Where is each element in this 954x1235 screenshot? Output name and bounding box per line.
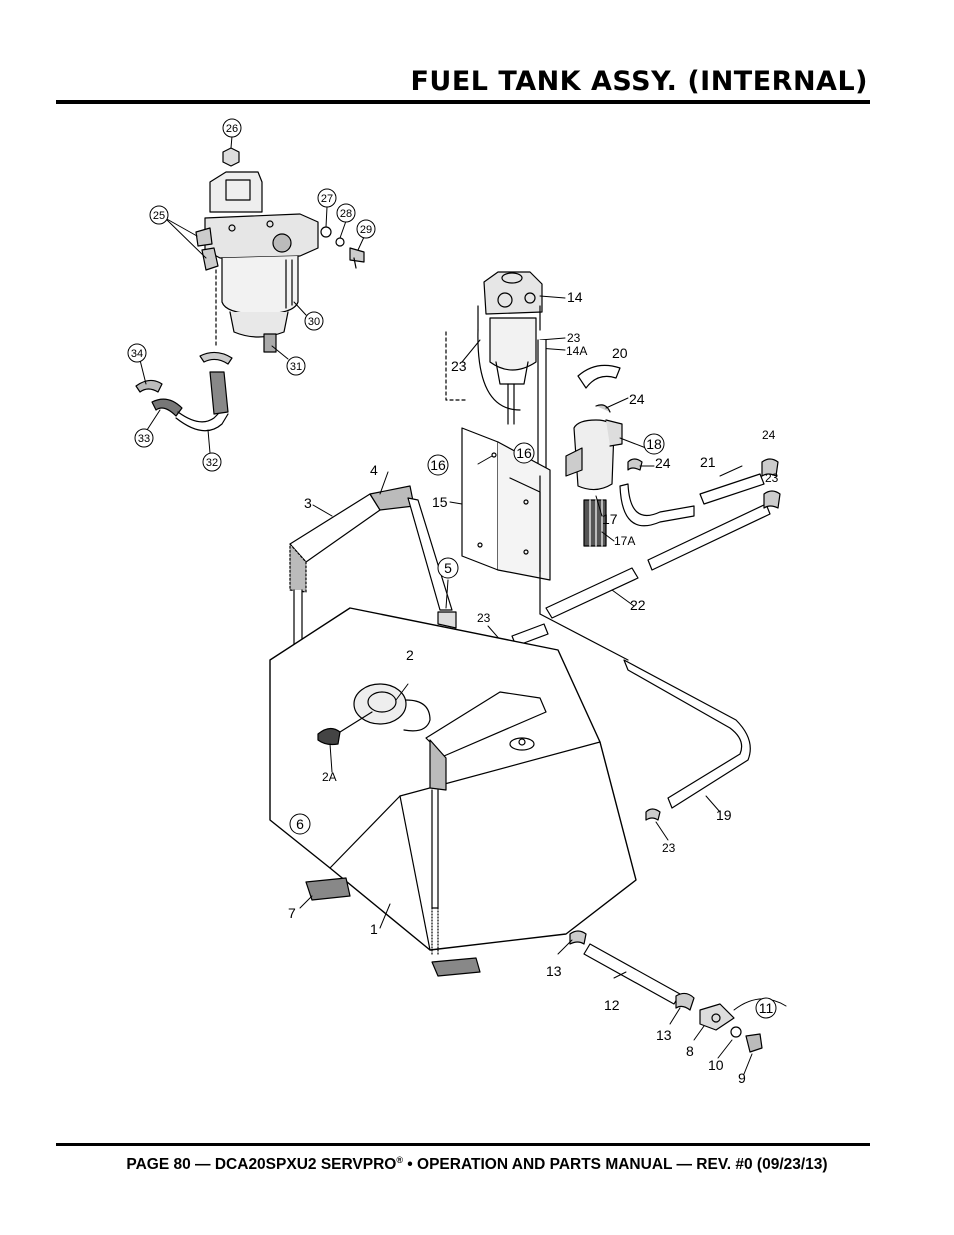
callout-8: 8 — [686, 1043, 694, 1059]
callout-15: 15 — [432, 494, 448, 510]
registered-mark: ® — [396, 1155, 403, 1165]
footer-rule — [56, 1143, 870, 1146]
nut-part — [222, 147, 240, 167]
callout-24: 24 — [629, 391, 645, 407]
mounting-bracket — [449, 427, 551, 581]
callout-28: 28 — [340, 208, 352, 220]
fuel-pump — [565, 419, 643, 547]
callout-5: 5 — [444, 560, 452, 576]
page-title: FUEL TANK ASSY. (INTERNAL) — [410, 66, 868, 97]
callout-20: 20 — [612, 345, 628, 361]
callout-34: 34 — [131, 348, 143, 360]
callout-13: 13 — [656, 1027, 672, 1043]
callout-4: 4 — [370, 462, 378, 478]
callout-11: 11 — [759, 1000, 774, 1016]
callout-2a: 2A — [322, 770, 337, 784]
callout-10: 10 — [708, 1057, 724, 1073]
drain-fitting-parts — [557, 930, 787, 1075]
callout-23: 23 — [765, 471, 779, 485]
callout-1: 1 — [370, 921, 378, 937]
callout-18: 18 — [646, 436, 662, 452]
callout-30: 30 — [308, 316, 320, 328]
callout-25: 25 — [153, 210, 165, 222]
callout-24: 24 — [762, 428, 776, 442]
callout-2: 2 — [406, 647, 414, 663]
callout-9: 9 — [738, 1070, 746, 1086]
callout-29: 29 — [360, 224, 372, 236]
callout-23: 23 — [567, 331, 581, 345]
callout-22: 22 — [630, 597, 646, 613]
callout-23: 23 — [662, 841, 676, 855]
callout-12: 12 — [604, 997, 620, 1013]
callout-23: 23 — [477, 611, 491, 625]
callout-26: 26 — [226, 123, 238, 135]
page-footer: PAGE 80 — DCA20SPXU2 SERVPRO® • OPERATIO… — [0, 1155, 954, 1174]
callout-13: 13 — [546, 963, 562, 979]
header-rule — [56, 100, 870, 104]
callout-23: 23 — [451, 358, 467, 374]
callout-24: 24 — [655, 455, 671, 471]
callout-3: 3 — [304, 495, 312, 511]
callout-6: 6 — [296, 816, 304, 832]
tank-straps — [289, 471, 457, 813]
callout-27: 27 — [321, 193, 333, 205]
callout-16: 16 — [516, 445, 532, 461]
callout-14: 14 — [567, 289, 583, 305]
callout-17a: 17A — [614, 534, 635, 548]
callout-33: 33 — [138, 433, 150, 445]
callout-32: 32 — [206, 457, 218, 469]
callout-7: 7 — [288, 905, 296, 921]
footer-prefix: PAGE 80 — DCA20SPXU2 SERVPRO — [126, 1156, 397, 1174]
callout-19: 19 — [716, 807, 732, 823]
callout-21: 21 — [700, 454, 716, 470]
water-separator-filter — [445, 271, 543, 425]
fuel-filter-assembly — [135, 147, 365, 432]
fuel-tank — [269, 607, 637, 977]
callout-16: 16 — [430, 457, 446, 473]
callout-14a: 14A — [566, 344, 587, 358]
footer-suffix: • OPERATION AND PARTS MANUAL — REV. #0 (… — [402, 1156, 828, 1174]
callout-31: 31 — [290, 361, 302, 373]
hose-part — [577, 364, 621, 389]
callout-17: 17 — [602, 511, 618, 527]
